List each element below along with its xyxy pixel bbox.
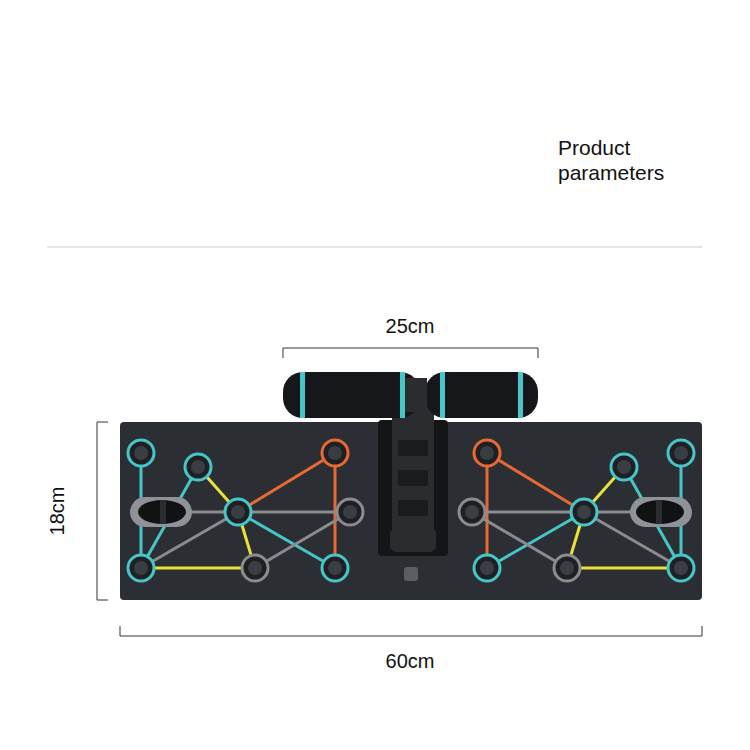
dimension-label: 25cm (386, 314, 435, 338)
heading: Product parameters (558, 135, 698, 185)
dimension-label: 18cm (45, 487, 69, 536)
dimension-label: 60cm (386, 649, 435, 673)
